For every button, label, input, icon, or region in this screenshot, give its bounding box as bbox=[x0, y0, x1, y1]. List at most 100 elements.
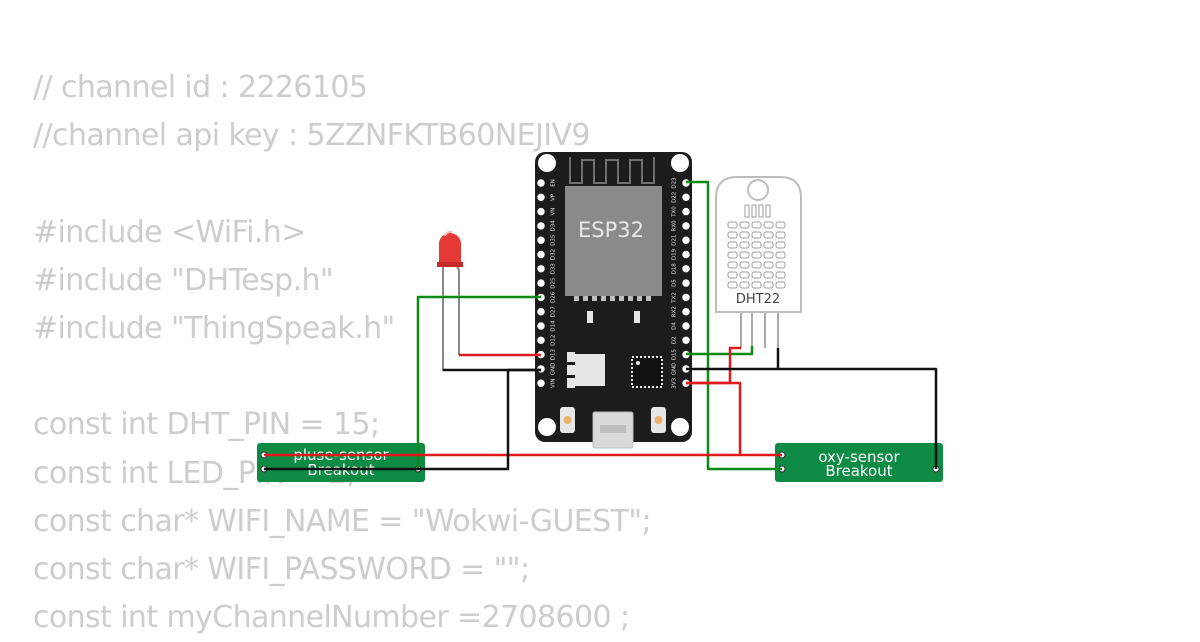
dht22-vent bbox=[739, 231, 750, 239]
oxy-sensor-breakout[interactable]: oxy-sensor Breakout bbox=[775, 443, 943, 482]
esp32-pin-label: D35 bbox=[551, 234, 557, 246]
esp32-pin-hole[interactable] bbox=[681, 192, 691, 203]
esp32-pin-label: D13 bbox=[551, 348, 557, 360]
mounting-hole bbox=[671, 418, 689, 436]
mounting-hole bbox=[538, 154, 556, 172]
dht22-sensor[interactable]: DHT22 bbox=[715, 176, 802, 348]
esp32-pin-label: D2 bbox=[672, 336, 678, 344]
code-line: const char* WIFI_PASSWORD = ""; bbox=[33, 551, 530, 587]
dht22-vent bbox=[775, 251, 786, 259]
dht22-vent bbox=[775, 241, 786, 249]
reset-button[interactable] bbox=[560, 407, 575, 433]
esp32-pin-hole[interactable] bbox=[681, 278, 691, 288]
esp32-pin-label: D26 bbox=[551, 291, 557, 303]
esp32-chip-label: ESP32 bbox=[578, 218, 644, 242]
esp32-pin-label: D21 bbox=[672, 235, 678, 246]
esp32-pin-hole[interactable] bbox=[681, 221, 691, 231]
wire-red-3v3[interactable] bbox=[686, 381, 742, 455]
esp32-pin-hole[interactable] bbox=[681, 307, 691, 317]
dht22-vent-slot bbox=[751, 204, 757, 218]
code-line: const int DHT_PIN = 15; bbox=[33, 407, 380, 443]
wire-black-pulse-gnd[interactable] bbox=[264, 368, 541, 471]
esp32-pin-label: D23 bbox=[672, 177, 678, 189]
esp32-pin-label: VIN bbox=[551, 378, 557, 388]
esp32-pin-label: D22 bbox=[672, 192, 678, 203]
esp32-pin-hole[interactable] bbox=[536, 178, 546, 188]
dht22-vent bbox=[775, 231, 786, 239]
esp32-pin-label: D32 bbox=[551, 249, 557, 260]
boot-button[interactable] bbox=[651, 407, 666, 433]
esp32-pin-hole[interactable] bbox=[536, 378, 546, 388]
dht22-vent bbox=[727, 221, 738, 229]
esp32-pin-hole[interactable] bbox=[536, 278, 546, 288]
esp32-pin-hole[interactable] bbox=[536, 192, 546, 203]
red-led[interactable] bbox=[437, 230, 463, 371]
esp32-pin-hole[interactable] bbox=[536, 221, 546, 231]
wire-black-oxy-gnd[interactable] bbox=[686, 367, 938, 469]
esp32-pin-label: VP bbox=[551, 193, 557, 201]
usb-uart-chip bbox=[631, 356, 663, 388]
esp32-pin-hole[interactable] bbox=[681, 264, 691, 274]
dht22-vent-slot bbox=[765, 204, 771, 218]
dht22-vent bbox=[751, 231, 762, 239]
oxy-breakout-board bbox=[775, 443, 943, 482]
esp32-pin-hole[interactable] bbox=[681, 292, 691, 303]
dht22-vent bbox=[751, 271, 762, 279]
esp32-pin-hole[interactable] bbox=[536, 264, 546, 274]
esp32-pin-hole[interactable] bbox=[536, 335, 546, 345]
esp32-pin-label: VN bbox=[551, 208, 557, 216]
dht22-vent bbox=[763, 271, 774, 279]
dht22-vent bbox=[775, 221, 786, 229]
esp32-pin-label: RX0 bbox=[672, 220, 678, 232]
dht22-vent bbox=[727, 261, 738, 269]
esp32-pin-label: D14 bbox=[551, 320, 557, 332]
esp32-pin-hole[interactable] bbox=[681, 235, 691, 245]
esp32-board[interactable]: ESP32 bbox=[535, 152, 692, 449]
oxy-breakout-subtitle: Breakout bbox=[825, 462, 892, 480]
esp32-pin-label: D27 bbox=[551, 306, 557, 318]
esp32-pin-hole[interactable] bbox=[536, 307, 546, 317]
esp32-pin-hole[interactable] bbox=[681, 335, 691, 345]
dht22-vent bbox=[727, 271, 738, 279]
esp32-pin-label: TX2 bbox=[672, 292, 678, 304]
oxy-breakout-title: oxy-sensor bbox=[818, 448, 900, 466]
dht22-vent bbox=[751, 221, 762, 229]
esp32-pin-hole[interactable] bbox=[536, 321, 546, 331]
esp32-pin-hole[interactable] bbox=[681, 249, 691, 260]
esp32-pin-label: D33 bbox=[551, 263, 557, 275]
dht22-vent bbox=[727, 241, 738, 249]
esp32-pin-hole[interactable] bbox=[536, 235, 546, 245]
wire-green-d23-oxy[interactable] bbox=[686, 180, 782, 471]
code-line: //channel api key : 5ZZNFKTB60NEJIV9 bbox=[33, 118, 590, 154]
dht22-vent bbox=[739, 251, 750, 259]
dht22-vent bbox=[739, 261, 750, 269]
pulse-sensor-breakout[interactable]: pluse-sensor Breakout bbox=[257, 443, 425, 482]
led-rim bbox=[437, 262, 463, 267]
led-body bbox=[439, 233, 461, 266]
dht22-vent bbox=[727, 281, 738, 289]
dht22-vent bbox=[727, 231, 738, 239]
esp32-pin-label: D5 bbox=[672, 279, 678, 287]
dht22-mount-hole bbox=[747, 179, 769, 201]
esp32-pin-label: D12 bbox=[551, 335, 557, 346]
esp32-pin-label: GND bbox=[551, 363, 557, 376]
esp32-pin-hole[interactable] bbox=[681, 321, 691, 331]
esp32-pin-label: D34 bbox=[551, 220, 557, 232]
esp32-pin-hole[interactable] bbox=[536, 249, 546, 260]
dht22-vent bbox=[763, 261, 774, 269]
esp32-pin-hole[interactable] bbox=[536, 206, 546, 217]
esp32-module bbox=[565, 186, 662, 296]
esp32-pin-label: RX2 bbox=[672, 306, 678, 317]
wire-green-d26-pulse[interactable] bbox=[416, 295, 541, 469]
usb-opening bbox=[600, 425, 626, 433]
dht22-vent bbox=[751, 281, 762, 289]
esp32-pin-label: TX0 bbox=[672, 206, 678, 218]
esp32-pin-label: D4 bbox=[672, 322, 678, 330]
esp32-pin-hole[interactable] bbox=[681, 206, 691, 217]
wire-red-dht-vcc[interactable] bbox=[686, 346, 741, 385]
pulse-breakout-board bbox=[257, 443, 425, 482]
esp32-pin-label: EN bbox=[551, 179, 557, 187]
wire-green-d15-dht[interactable] bbox=[686, 346, 754, 356]
esp32-pin-label: 3V3 bbox=[672, 377, 678, 388]
dht22-vent bbox=[763, 281, 774, 289]
